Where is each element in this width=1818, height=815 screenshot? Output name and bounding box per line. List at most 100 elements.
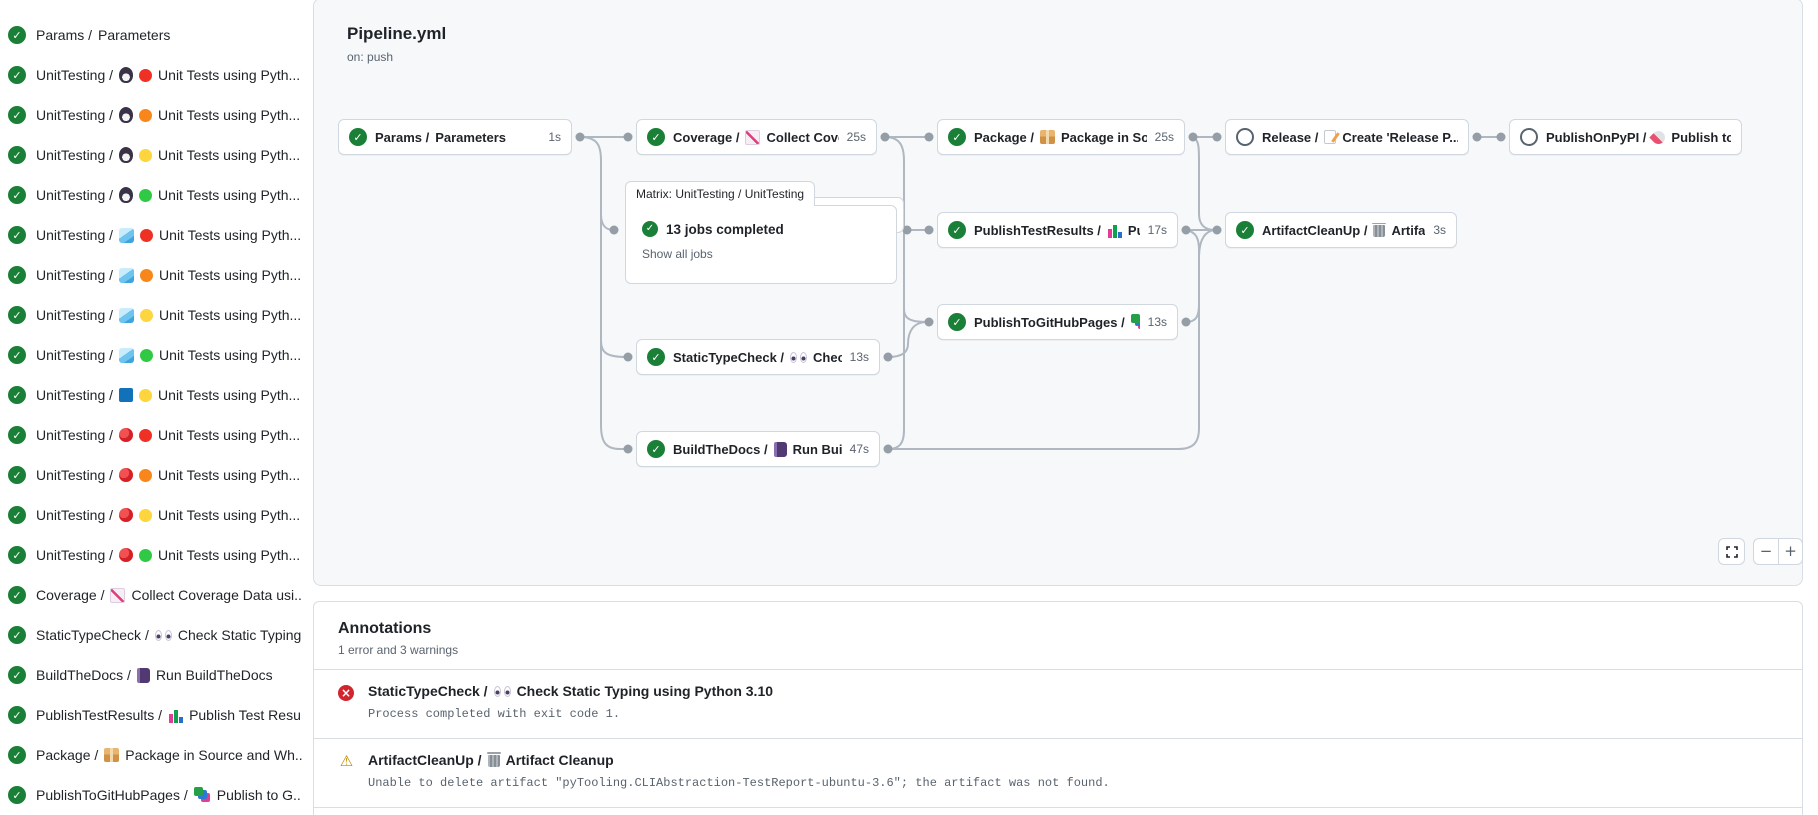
error-icon [338,685,354,701]
job-duration: 17s [1147,223,1167,237]
job-node-statictypecheck[interactable]: StaticTypeCheck /Chec...13s [636,339,880,375]
show-all-jobs-link[interactable]: Show all jobs [642,247,713,261]
sidebar-job-item[interactable]: UnitTesting /Unit Tests using Pyth... [8,175,302,215]
sidebar-job-item[interactable]: StaticTypeCheck /Check Static Typing... [8,615,302,655]
job-label: UnitTesting /Unit Tests using Pyth... [36,387,300,403]
step-name: Publish to ... [1671,129,1731,145]
job-name: UnitTesting / [36,427,114,443]
zoom-out-button[interactable]: − [1753,538,1778,565]
job-label: UnitTesting /Unit Tests using Pyth... [36,147,300,163]
job-label: UnitTesting /Unit Tests using Pyth... [36,547,300,563]
sidebar-job-item[interactable]: UnitTesting /Unit Tests using Pyth... [8,335,302,375]
job-label: UnitTesting /Unit Tests using Pyth... [36,67,300,83]
zoom-in-button[interactable]: + [1778,538,1803,565]
job-node-coverage[interactable]: Coverage /Collect Cove...25s [636,119,877,155]
annotation-title[interactable]: ArtifactCleanUp /Artifact Cleanup [368,751,1110,768]
workflow-graph-panel [313,0,1803,586]
sidebar-job-item[interactable]: UnitTesting /Unit Tests using Pyth... [8,375,302,415]
annotation-row: ArtifactCleanUp /Artifact CleanupUnable … [314,737,1802,807]
sidebar-job-item[interactable]: UnitTesting /Unit Tests using Pyth... [8,55,302,95]
job-node-publishtogithubpages[interactable]: PublishToGitHubPages /...13s [937,304,1178,340]
jobs-list: Params /ParametersUnitTesting /Unit Test… [8,15,302,815]
job-node-publishonpypi[interactable]: PublishOnPyPI /Publish to ... [1509,119,1742,155]
job-name: UnitTesting / [36,187,114,203]
success-check-icon [647,440,665,458]
fullscreen-button[interactable] [1718,538,1745,565]
sidebar-job-item[interactable]: UnitTesting /Unit Tests using Pyth... [8,535,302,575]
success-check-icon [349,128,367,146]
ice-cube-icon [119,227,135,243]
annotation-detail: Unable to delete artifact "pyTooling.CLI… [368,775,1110,790]
annotation-title[interactable]: StaticTypeCheck /Check Static Typing usi… [368,683,773,699]
job-duration: 1s [548,130,561,144]
step-name: Collect Cove... [766,129,838,145]
annotations-summary: 1 error and 3 warnings [338,643,459,657]
success-check-icon [948,128,966,146]
red-circle-icon [139,68,153,82]
sidebar-job-item[interactable]: UnitTesting /Unit Tests using Pyth... [8,95,302,135]
notebook-icon [773,441,787,457]
sidebar-job-item[interactable]: Coverage /Collect Coverage Data usi... [8,575,302,615]
step-name: Artifac... [1391,222,1426,238]
sidebar-job-item[interactable]: UnitTesting /Unit Tests using Pyth... [8,295,302,335]
job-label: UnitTesting /Unit Tests using Pyth... [36,267,301,283]
matrix-card[interactable]: 13 jobs completed Show all jobs [625,205,897,284]
job-duration: 47s [849,442,869,456]
step-name: Create 'Release P... [1342,129,1458,145]
step-name: Parameters [98,27,171,43]
annotations-panel: Annotations 1 error and 3 warnings Stati… [313,601,1803,815]
job-node-package[interactable]: Package /Package in So...25s [937,119,1185,155]
green-circle-icon [139,548,153,562]
sidebar-job-item[interactable]: UnitTesting /Unit Tests using Pyth... [8,135,302,175]
job-name: UnitTesting / [36,507,114,523]
sidebar-job-item[interactable]: UnitTesting /Unit Tests using Pyth... [8,255,302,295]
step-name: Unit Tests using Pyth... [159,347,302,363]
job-node-publishtestresults[interactable]: PublishTestResults /Pu...17s [937,212,1178,248]
success-check-icon [8,186,26,204]
job-node-release[interactable]: Release /Create 'Release P... [1225,119,1469,155]
job-name: UnitTesting / [36,107,114,123]
job-name: UnitTesting / [36,547,114,563]
success-check-icon [8,546,26,564]
sidebar-job-item[interactable]: UnitTesting /Unit Tests using Pyth... [8,415,302,455]
sidebar-job-item[interactable]: Params /Parameters [8,15,302,55]
job-node-label: ArtifactCleanUp / Artifac... [1262,222,1426,238]
bar-chart-icon [168,707,184,723]
job-label: UnitTesting /Unit Tests using Pyth... [36,107,300,123]
red-apple-icon [119,428,134,442]
job-label: UnitTesting /Unit Tests using Pyth... [36,187,300,203]
orange-circle-icon [139,468,153,482]
annotations-end-divider [314,806,1802,808]
job-label: Package /Package in Source and Wh... [36,747,302,763]
yellow-circle-icon [139,148,153,162]
sidebar-job-item[interactable]: BuildTheDocs /Run BuildTheDocs [8,655,302,695]
fullscreen-icon [1725,545,1738,558]
job-name: Params / [375,129,430,145]
success-check-icon [8,146,26,164]
job-name: ArtifactCleanUp / [1262,222,1368,238]
red-circle-icon [139,428,153,442]
sidebar-job-item[interactable]: PublishToGitHubPages /Publish to G... [8,775,302,815]
sidebar-job-item[interactable]: UnitTesting /Unit Tests using Pyth... [8,455,302,495]
job-label: UnitTesting /Unit Tests using Pyth... [36,347,301,363]
step-name: Artifact Cleanup [505,751,614,768]
job-name: UnitTesting / [36,307,114,323]
success-check-icon [8,706,26,724]
notebook-icon [136,667,150,683]
job-name: PublishToGitHubPages / [36,787,188,803]
step-name: Chec... [813,349,842,365]
sidebar-job-item[interactable]: UnitTesting /Unit Tests using Pyth... [8,215,302,255]
sidebar-job-item[interactable]: PublishTestResults /Publish Test Resu... [8,695,302,735]
memo-icon [1324,130,1337,144]
wastebasket-icon [486,751,501,767]
sidebar-job-item[interactable]: UnitTesting /Unit Tests using Pyth... [8,495,302,535]
matrix-tab[interactable]: Matrix: UnitTesting / UnitTesting [625,181,816,206]
job-node-artifactcleanup[interactable]: ArtifactCleanUp /Artifac...3s [1225,212,1457,248]
job-name: PublishTestResults / [36,707,163,723]
sidebar-job-item[interactable]: Package /Package in Source and Wh... [8,735,302,775]
job-node-buildthedocs[interactable]: BuildTheDocs /Run Buil...47s [636,431,880,467]
success-check-icon [8,346,26,364]
job-label: Coverage /Collect Coverage Data usi... [36,587,302,603]
workflow-file-name: Pipeline.yml [347,24,447,43]
